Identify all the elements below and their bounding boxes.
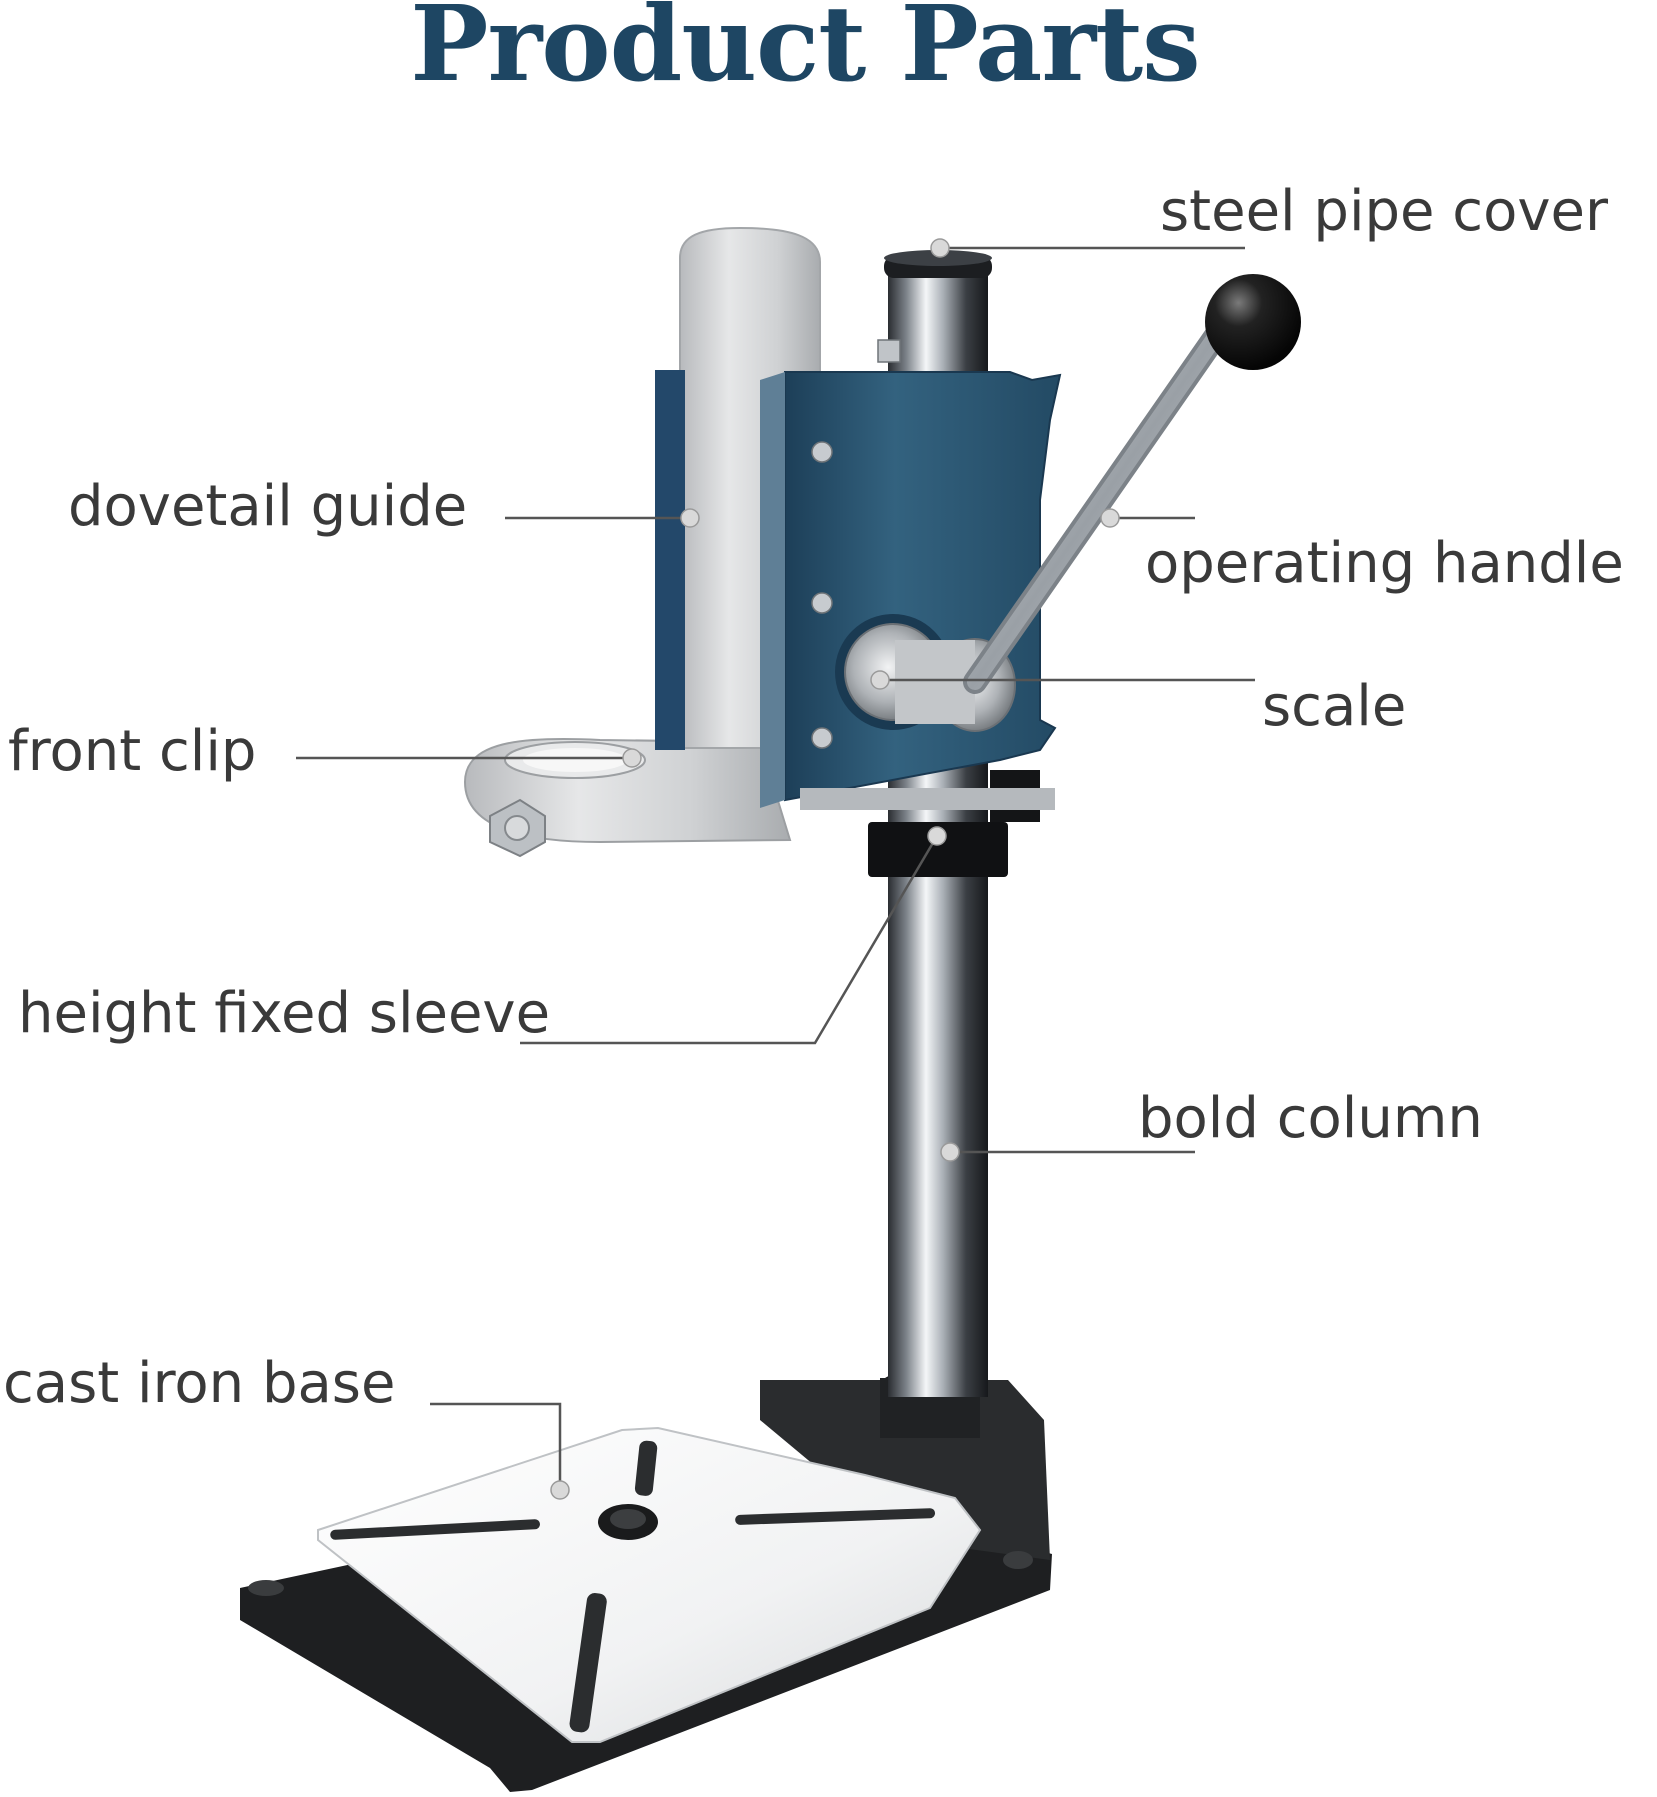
callout-front-clip: front clip xyxy=(8,719,642,784)
label-steel-pipe-cover: steel pipe cover xyxy=(1160,179,1609,244)
callout-bold-column: bold column xyxy=(940,1086,1483,1162)
label-cast-iron-base: cast iron base xyxy=(3,1351,395,1416)
callout-dovetail-guide: dovetail guide xyxy=(68,474,700,539)
callout-height-fixed-sleeve: height fixed sleeve xyxy=(18,826,947,1046)
scale-shape xyxy=(835,614,1016,732)
drill-stand-illustration xyxy=(240,226,1301,1792)
label-front-clip: front clip xyxy=(8,719,256,784)
callout-scale: scale xyxy=(870,670,1406,739)
label-height-fixed-sleeve: height fixed sleeve xyxy=(18,981,550,1046)
steel-pipe-cover-shape xyxy=(884,250,992,278)
operating-handle-shape xyxy=(963,274,1301,694)
callout-cast-iron-base: cast iron base xyxy=(3,1351,570,1500)
callout-operating-handle: operating handle xyxy=(1100,508,1624,596)
page-title: Product Parts xyxy=(410,0,1199,105)
label-scale: scale xyxy=(1262,674,1406,739)
label-bold-column: bold column xyxy=(1138,1086,1483,1151)
front-clip-shape xyxy=(463,737,792,858)
cast-iron-base-shape xyxy=(240,1369,1052,1792)
callout-steel-pipe-cover: steel pipe cover xyxy=(930,179,1609,258)
label-operating-handle: operating handle xyxy=(1145,531,1624,596)
label-dovetail-guide: dovetail guide xyxy=(68,474,467,539)
carriage-shape xyxy=(760,339,1062,810)
